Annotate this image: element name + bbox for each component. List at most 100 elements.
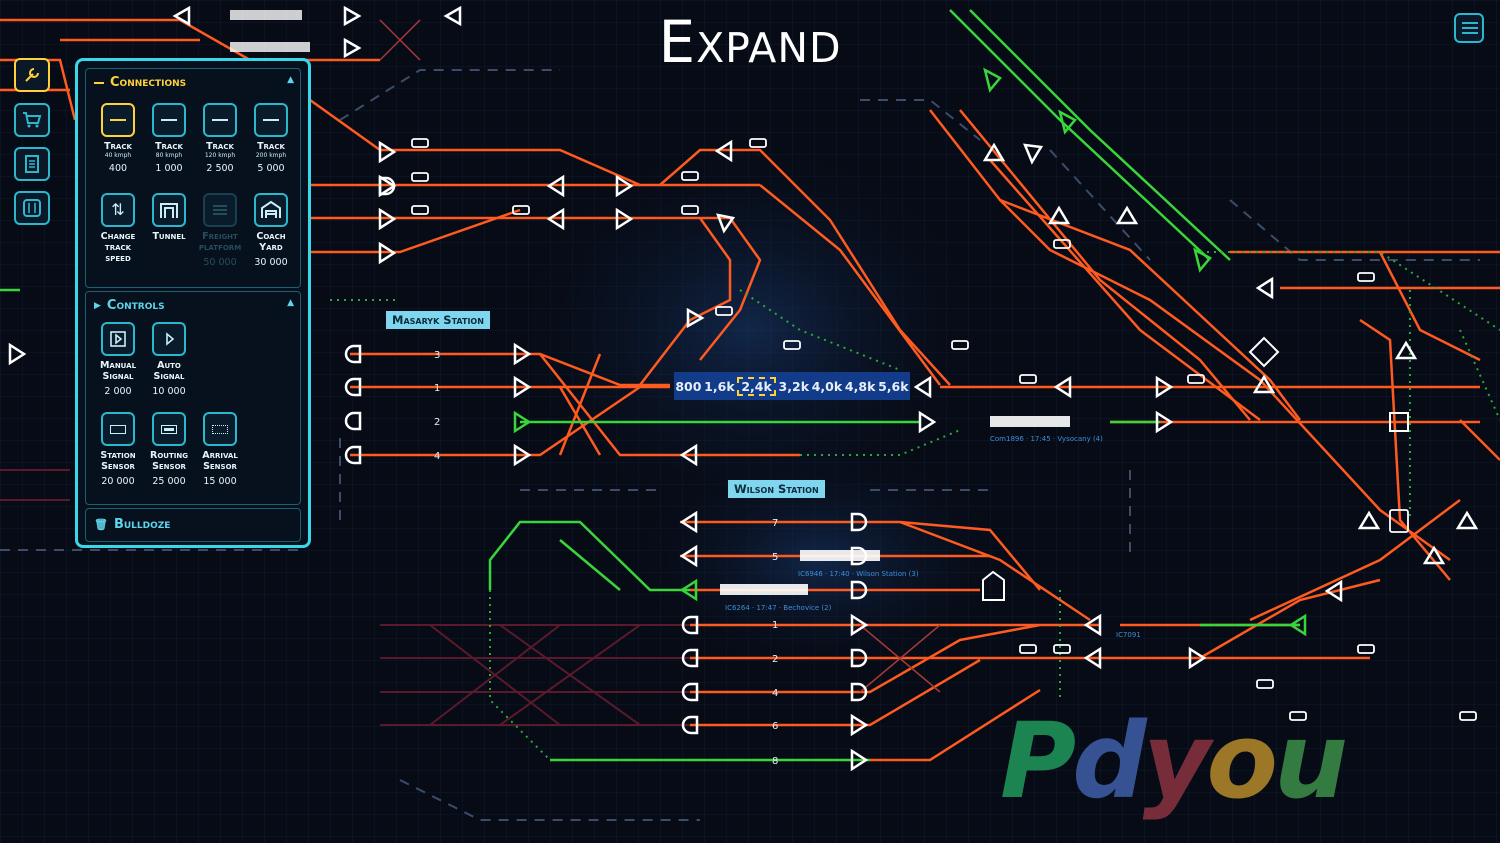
connections-header[interactable]: Connections [94, 75, 186, 90]
speed-option[interactable]: 800 [675, 378, 702, 394]
connections-title: Connections [110, 75, 187, 90]
menu-list-icon[interactable] [1454, 13, 1484, 43]
svg-text:1: 1 [434, 383, 440, 394]
item-label: Track [206, 141, 234, 152]
cart-icon [23, 112, 42, 128]
bulldoze-label: Bulldoze [113, 517, 171, 532]
tunnel-icon [152, 193, 186, 227]
train-ic6946 [800, 550, 880, 561]
speed-option-selected[interactable]: 2,4k [737, 376, 776, 396]
controls-title: Controls [106, 298, 165, 313]
train-top-2 [230, 42, 310, 52]
item-label: Auto Signal [153, 360, 185, 382]
speed-change-icon: ⇅ [101, 193, 135, 227]
track-icon [203, 103, 237, 137]
item-cost: 30 000 [254, 257, 288, 268]
tunnel-button[interactable]: Tunnel [144, 193, 194, 242]
svg-text:3: 3 [434, 350, 440, 361]
train-label[interactable]: IC6946 · 17:40 · Wilson Station (3) [798, 570, 919, 578]
zone-boundaries [0, 69, 1480, 821]
bulldoze-row: 🗑 Bulldoze [94, 517, 170, 532]
wrench-icon [25, 68, 39, 82]
bulldoze-button[interactable]: 🗑 Bulldoze [85, 508, 301, 542]
routes-button[interactable] [14, 191, 50, 225]
timetable-button[interactable] [14, 147, 50, 181]
route-dots [330, 251, 1500, 761]
speed-option[interactable]: 5,6k [878, 378, 909, 394]
track-icon [152, 103, 186, 137]
item-label: Station Sensor [100, 450, 136, 472]
chevron-up-icon[interactable]: ▲ [287, 75, 294, 85]
sensors[interactable] [411, 138, 1477, 721]
green-tracks [0, 9, 1300, 762]
speed-option[interactable]: 4,0k [811, 378, 843, 394]
watermark-letter: u [1273, 700, 1348, 822]
svg-text:2: 2 [434, 417, 440, 428]
buffer-stops[interactable] [344, 176, 868, 735]
svg-text:8: 8 [772, 756, 778, 767]
speed-option[interactable]: 3,2k [778, 378, 810, 394]
manual-signal-icon [101, 322, 135, 356]
item-cost: 1 000 [155, 163, 183, 174]
speed-option[interactable]: 1,6k [704, 378, 735, 394]
junctions[interactable] [982, 336, 1409, 601]
item-label: Routing Sensor [150, 450, 188, 472]
trains[interactable] [230, 10, 1070, 595]
routing-sensor-button[interactable]: Routing Sensor 25 000 [144, 412, 194, 487]
coach-yard-icon [254, 193, 288, 227]
shop-button[interactable] [14, 103, 50, 137]
track-80-button[interactable]: Track 80 kmph 1 000 [144, 103, 194, 174]
track-120-button[interactable]: Track 120 kmph 2 500 [195, 103, 245, 174]
svg-text:4: 4 [434, 451, 440, 462]
item-label: Track [104, 141, 132, 152]
item-label: Track [257, 141, 285, 152]
item-label: Coach Yard [256, 231, 286, 253]
item-cost: 2 000 [104, 386, 132, 397]
arrival-sensor-button[interactable]: Arrival Sensor 15 000 [195, 412, 245, 487]
wrench-tool-button[interactable] [14, 58, 50, 92]
document-icon [25, 155, 39, 173]
track-icon [254, 103, 288, 137]
green-signals[interactable] [513, 67, 1307, 637]
manual-signal-button[interactable]: Manual Signal 2 000 [93, 322, 143, 397]
change-track-speed-button[interactable]: ⇅ Change track speed [93, 193, 143, 264]
controls-header[interactable]: ▶ Controls [94, 298, 165, 313]
chevron-up-icon[interactable]: ▲ [287, 298, 294, 308]
auto-signal-button[interactable]: Auto Signal 10 000 [144, 322, 194, 397]
station-sensor-button[interactable]: Station Sensor 20 000 [93, 412, 143, 487]
freight-platform-button[interactable]: Freight platform 50 000 [195, 193, 245, 268]
platform-icon [203, 193, 237, 227]
item-cost: 400 [108, 163, 128, 174]
track-40-button[interactable]: Track 40 kmph 400 [93, 103, 143, 174]
item-sub: 80 kmph [155, 152, 183, 159]
item-cost: 15 000 [203, 476, 237, 487]
crossovers [379, 19, 941, 693]
track-icon [101, 103, 135, 137]
signals[interactable] [8, 5, 1479, 772]
item-label: Arrival Sensor [202, 450, 238, 472]
station-label-wilson[interactable]: Wilson Station [728, 480, 825, 498]
speed-option[interactable]: 4,8k [844, 378, 876, 394]
item-label: Freight platform [198, 231, 242, 253]
watermark-letter: y [1142, 700, 1211, 822]
train-com1896 [990, 416, 1070, 427]
speed-selector[interactable]: 800 1,6k 2,4k 3,2k 4,0k 4,8k 5,6k [674, 372, 910, 400]
item-cost: 10 000 [152, 386, 186, 397]
svg-text:2: 2 [772, 654, 778, 665]
track-200-button[interactable]: Track 200 kmph 5 000 [246, 103, 296, 174]
item-label: Track [155, 141, 183, 152]
connections-section: Connections ▲ Track 40 kmph 400 Track 80… [85, 68, 301, 288]
train-label[interactable]: Com1896 · 17:45 · Vysocany (4) [990, 435, 1103, 443]
station-label-masaryk[interactable]: Masaryk Station [386, 311, 490, 329]
item-sub: 200 kmph [255, 152, 287, 159]
watermark-logo: Pdyou [1000, 700, 1348, 822]
item-sub: 120 kmph [204, 152, 236, 159]
train-label[interactable]: IC6264 · 17:47 · Bechovice (2) [725, 604, 832, 612]
train-label[interactable]: IC7091 [1116, 631, 1141, 639]
collapse-icon [94, 81, 104, 84]
coach-yard-button[interactable]: Coach Yard 30 000 [246, 193, 296, 268]
watermark-letter: o [1206, 700, 1277, 822]
train-top [230, 10, 302, 20]
item-cost: 25 000 [152, 476, 186, 487]
